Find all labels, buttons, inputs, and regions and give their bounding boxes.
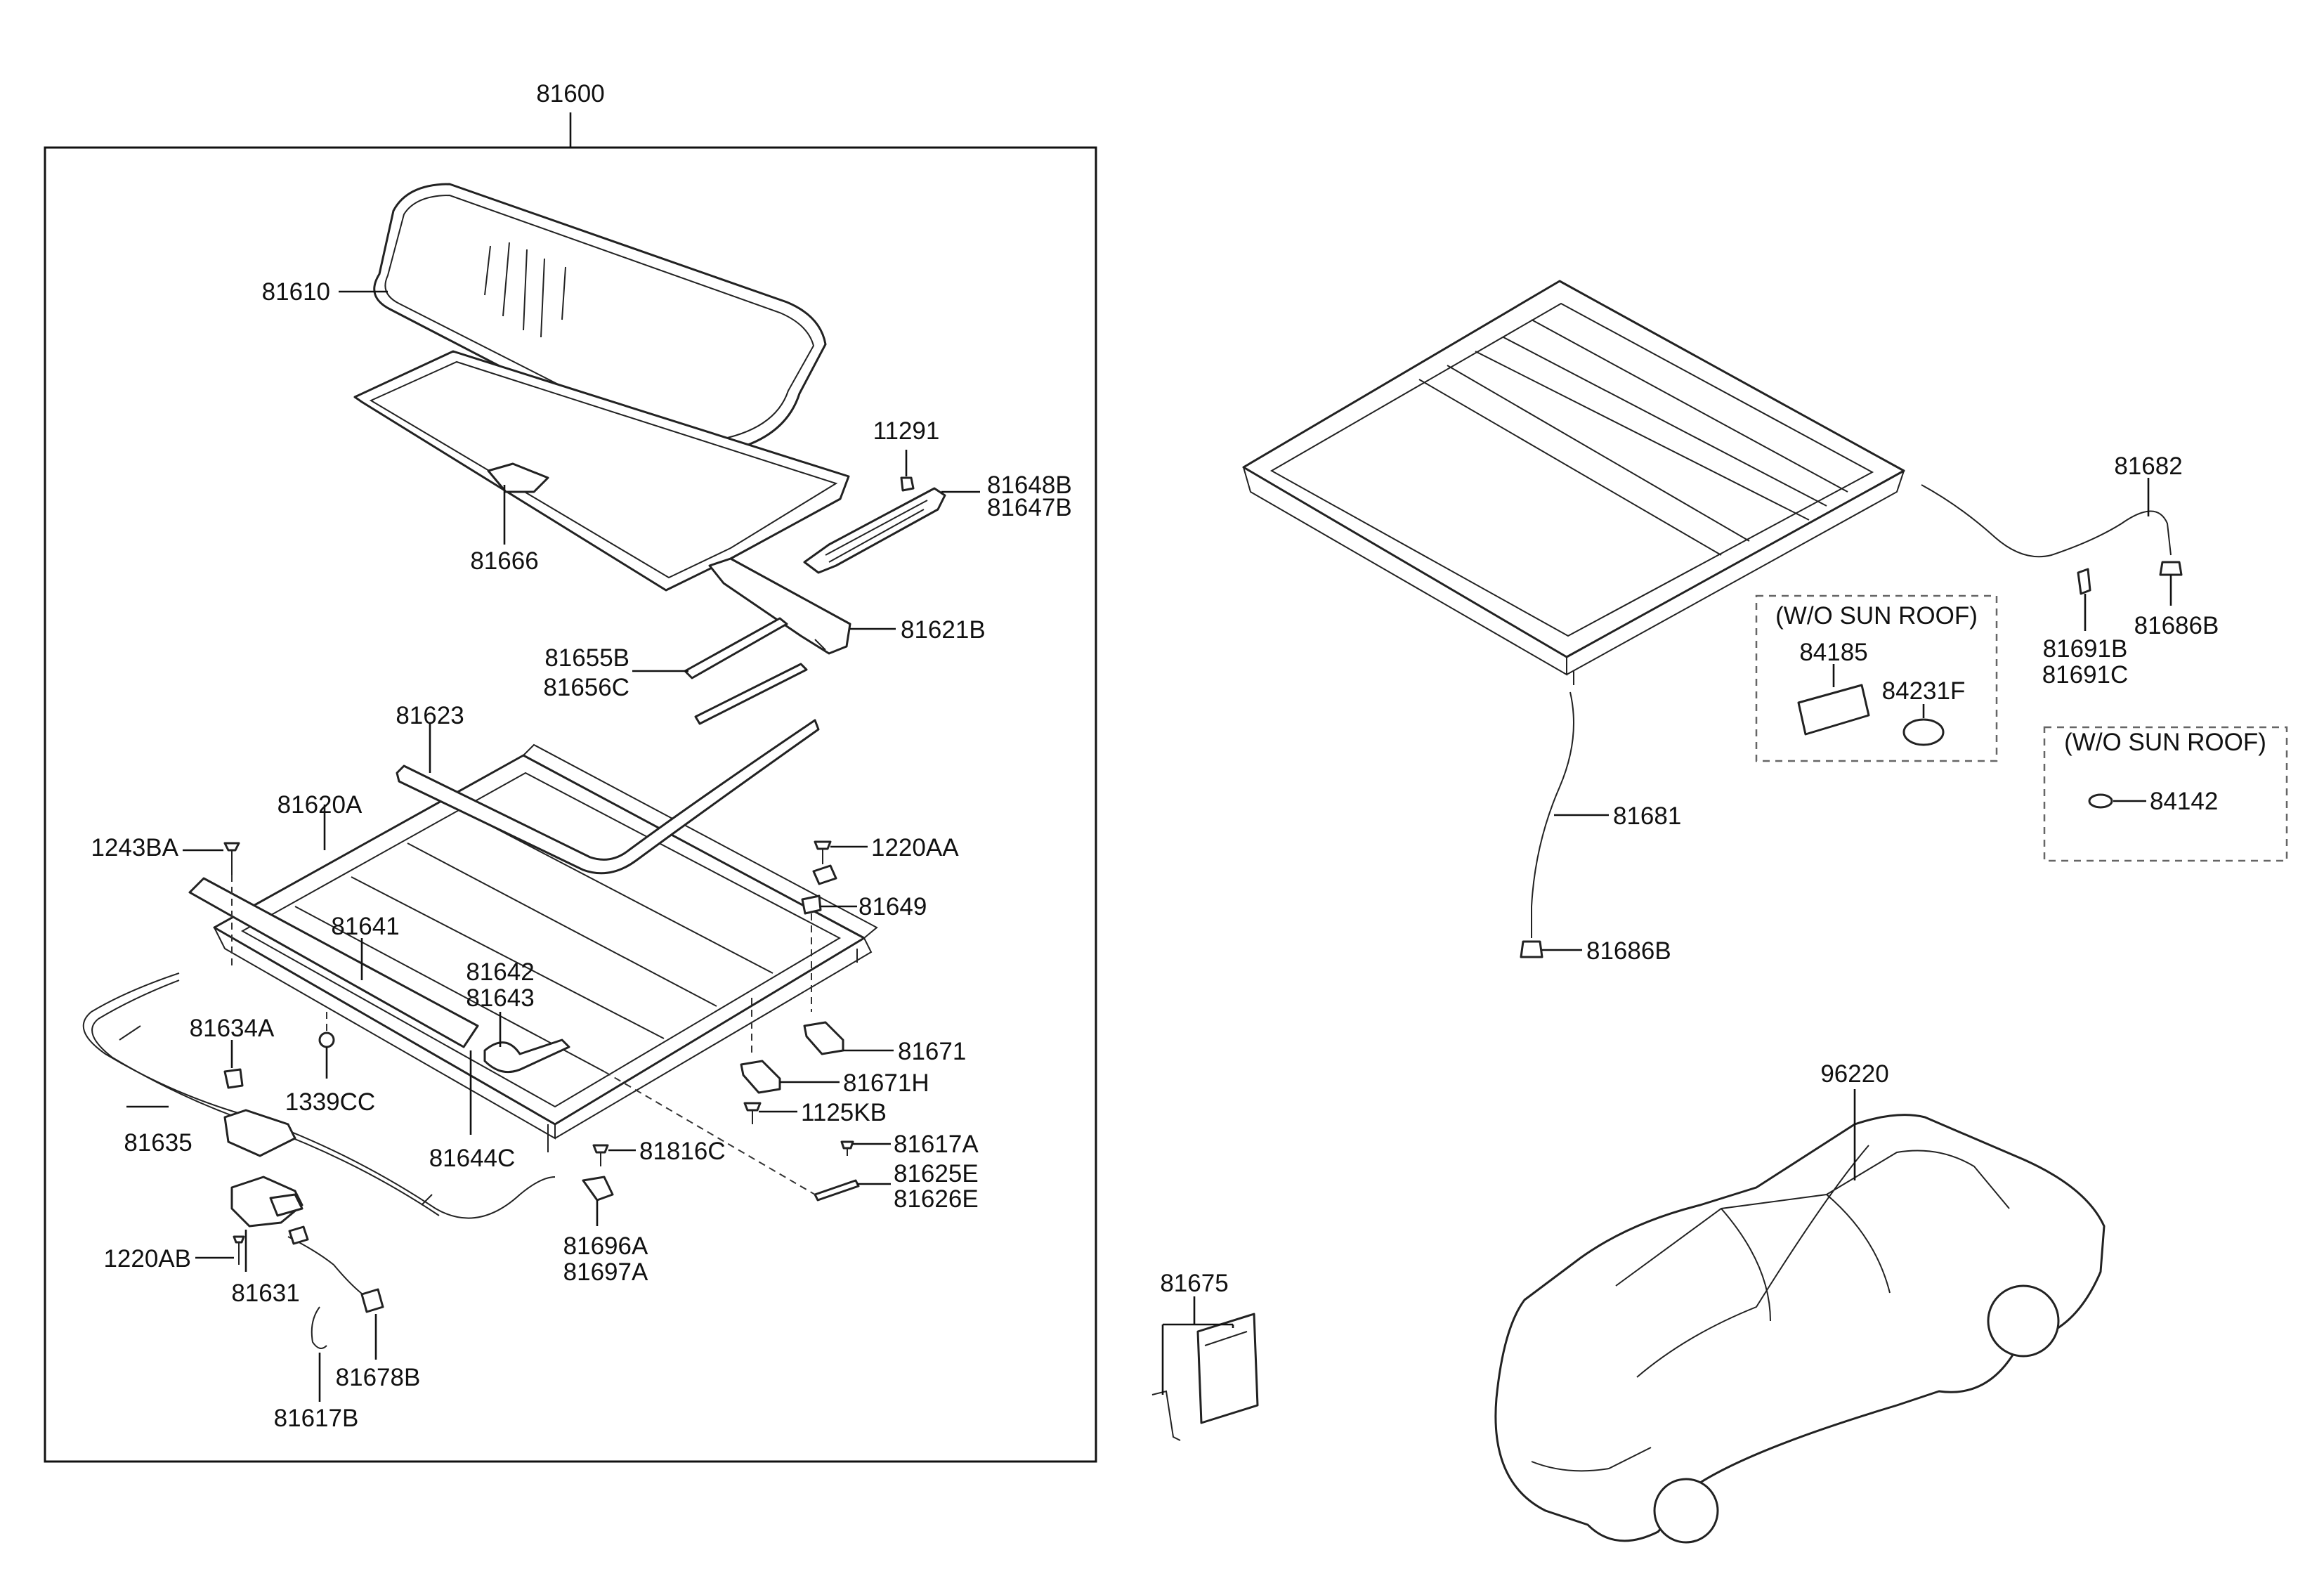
grommet-bottom-icon xyxy=(1520,940,1543,958)
label-81671: 81671 xyxy=(898,1038,966,1065)
label-81610: 81610 xyxy=(262,278,330,306)
bracket-81671H-icon xyxy=(740,1060,781,1094)
option-box-84185 xyxy=(1755,594,1998,762)
screw-81617A-icon xyxy=(840,1140,854,1156)
label-81691B: 81691B xyxy=(2043,635,2128,663)
roof-reinforcement-frame-icon xyxy=(1242,280,1905,685)
label-1339CC: 1339CC xyxy=(285,1088,375,1116)
label-81620A: 81620A xyxy=(278,791,363,819)
bolt-1125KB-icon xyxy=(743,1102,762,1124)
bolt-1220AB-icon xyxy=(233,1235,245,1265)
label-81643: 81643 xyxy=(466,984,534,1012)
label-81686B-bottom: 81686B xyxy=(1586,937,1671,965)
label-81600: 81600 xyxy=(536,80,604,108)
grommet-top-icon xyxy=(2159,561,2183,576)
deflector-arm-icon xyxy=(803,487,946,574)
label-81634A: 81634A xyxy=(190,1015,275,1042)
drain-hose-81681-icon xyxy=(1531,691,1574,938)
label-81641: 81641 xyxy=(331,913,399,940)
label-81691C: 81691C xyxy=(2042,661,2129,689)
label-81816C: 81816C xyxy=(639,1138,726,1165)
guide-rail-icon xyxy=(708,557,851,655)
bolt-1220AA-icon xyxy=(814,840,832,864)
label-11291: 11291 xyxy=(873,417,940,445)
stopper-81649-icon xyxy=(801,894,822,915)
label-1220AB: 1220AB xyxy=(103,1245,191,1273)
tool-kit-icon xyxy=(1151,1313,1259,1441)
label-81678B: 81678B xyxy=(336,1364,421,1391)
label-1220AA: 1220AA xyxy=(871,834,959,861)
label-84142: 84142 xyxy=(2150,788,2218,815)
label-81647B: 81647B xyxy=(987,494,1072,521)
clip-81634A-icon xyxy=(223,1068,244,1089)
label-81671H: 81671H xyxy=(843,1069,929,1097)
drain-strip-icon xyxy=(684,617,808,725)
clip-11291-icon xyxy=(900,476,915,492)
frame-seal-strip-icon xyxy=(396,719,820,875)
drive-cable-icon xyxy=(82,972,556,1219)
nut-icon xyxy=(812,864,837,885)
clip-81617B-icon xyxy=(311,1306,327,1349)
sunroof-motor-icon xyxy=(223,1109,303,1228)
label-81655B: 81655B xyxy=(544,644,629,672)
label-81656C: 81656C xyxy=(543,674,629,701)
car-with-antenna-icon xyxy=(1494,1114,2106,1544)
label-81696A: 81696A xyxy=(563,1232,648,1260)
label-96220: 96220 xyxy=(1820,1060,1888,1088)
wiring-harness-icon xyxy=(287,1225,384,1313)
label-81644C: 81644C xyxy=(429,1145,516,1172)
label-81617A: 81617A xyxy=(894,1131,979,1158)
label-81697A: 81697A xyxy=(563,1258,648,1286)
glass-panel-icon xyxy=(373,183,827,458)
label-81626E: 81626E xyxy=(894,1185,979,1213)
label-81648B: 81648B xyxy=(987,471,1072,499)
label-1125KB: 1125KB xyxy=(801,1099,887,1126)
drain-hose-81682-icon xyxy=(1921,484,2172,558)
label-wo-sun-roof-2: (W/O SUN ROOF) xyxy=(2064,729,2266,756)
label-81631: 81631 xyxy=(231,1280,299,1307)
label-84231F: 84231F xyxy=(1882,677,1966,705)
label-84185: 84185 xyxy=(1799,639,1867,666)
label-81617B: 81617B xyxy=(274,1405,359,1432)
bracket-81671-icon xyxy=(803,1021,844,1055)
bolt-1243BA-icon xyxy=(223,842,240,875)
link-81625E-icon xyxy=(814,1179,860,1202)
sunroof-main-frame-icon xyxy=(213,743,878,1152)
pad-84185-icon xyxy=(1797,684,1870,736)
plug-84231F-icon xyxy=(1902,718,1945,746)
option-box-84142 xyxy=(2043,726,2288,862)
sunshade-panel-icon xyxy=(353,350,850,592)
clip-81691B-icon xyxy=(2077,568,2091,595)
label-81621B: 81621B xyxy=(901,616,986,644)
label-81623: 81623 xyxy=(396,702,464,729)
label-81686B-top: 81686B xyxy=(2134,612,2219,639)
label-wo-sun-roof-1: (W/O SUN ROOF) xyxy=(1775,602,1978,630)
label-81675: 81675 xyxy=(1160,1270,1228,1297)
front-deflector-icon xyxy=(188,877,479,1048)
label-81666: 81666 xyxy=(470,547,538,575)
bolt-81816C-icon xyxy=(592,1144,609,1166)
label-81642: 81642 xyxy=(466,958,534,986)
nut-1339CC-icon xyxy=(318,1031,335,1048)
label-81681: 81681 xyxy=(1613,802,1681,830)
label-81649: 81649 xyxy=(859,893,927,920)
label-81682: 81682 xyxy=(2114,453,2182,480)
label-81635: 81635 xyxy=(124,1129,192,1157)
plug-84142-icon xyxy=(2088,793,2113,809)
clip-81696A-icon xyxy=(582,1176,614,1202)
label-81625E: 81625E xyxy=(894,1160,979,1187)
label-1243BA: 1243BA xyxy=(91,834,178,861)
